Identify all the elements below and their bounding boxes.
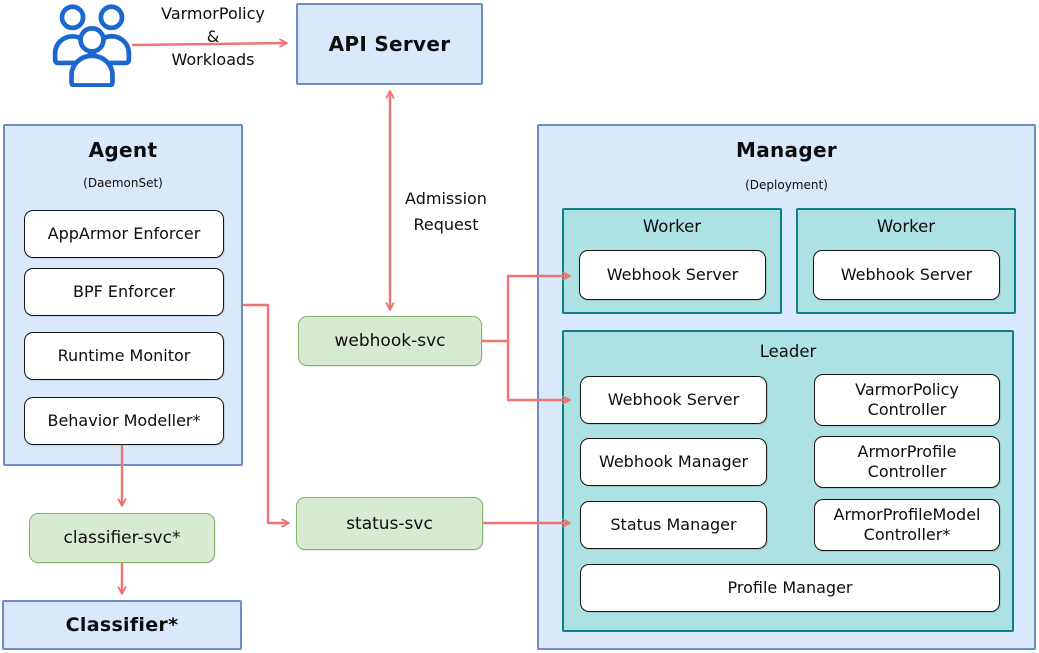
arrow-agent-to-status-svc — [242, 303, 290, 528]
component-bpf-enforcer: BPF Enforcer — [24, 268, 224, 316]
component-behavior-modeller: Behavior Modeller* — [24, 397, 224, 445]
users-label-line1: VarmorPolicy — [161, 4, 265, 23]
api-server-box: API Server — [296, 3, 483, 85]
component-runtime-monitor: Runtime Monitor — [24, 332, 224, 380]
leader-webhook-server: Webhook Server — [580, 376, 767, 424]
agent-subtitle: (DaemonSet) — [83, 176, 163, 190]
component-apparmor-enforcer: AppArmor Enforcer — [24, 210, 224, 258]
worker1-webhook-server: Webhook Server — [579, 250, 766, 300]
api-server-label: API Server — [328, 32, 451, 56]
leader-box: Leader Webhook Server Webhook Manager St… — [562, 330, 1014, 632]
leader-armorprofile-controller: ArmorProfile Controller — [814, 436, 1000, 488]
webhook-svc-box: webhook-svc — [298, 316, 482, 366]
leader-profile-manager: Profile Manager — [580, 564, 1000, 612]
worker2-box: Worker Webhook Server — [796, 208, 1016, 314]
admission-request-label: Admission Request — [396, 186, 496, 238]
worker2-webhook-server: Webhook Server — [813, 250, 1000, 300]
leader-status-manager: Status Manager — [580, 501, 767, 549]
classifier-label: Classifier* — [65, 614, 179, 636]
status-svc-box: status-svc — [296, 497, 483, 550]
manager-group-box: Manager (Deployment) Worker Webhook Serv… — [537, 124, 1036, 650]
classifier-box: Classifier* — [2, 600, 242, 650]
users-label-line3: Workloads — [171, 50, 255, 69]
worker1-title: Worker — [642, 217, 702, 236]
agent-title: Agent — [88, 138, 158, 162]
leader-armorprofilemodel-controller: ArmorProfileModel Controller* — [814, 499, 1000, 551]
worker1-box: Worker Webhook Server — [562, 208, 782, 314]
leader-title: Leader — [759, 342, 817, 361]
worker2-title: Worker — [876, 217, 936, 236]
manager-title: Manager — [736, 138, 837, 162]
admission-label-line1: Admission — [405, 189, 487, 208]
manager-subtitle: (Deployment) — [745, 178, 828, 192]
users-label-line2: & — [206, 27, 220, 46]
users-group-icon — [52, 4, 132, 87]
users-to-api-label: VarmorPolicy & Workloads — [146, 2, 280, 71]
classifier-svc-box: classifier-svc* — [29, 513, 215, 563]
admission-label-line2: Request — [413, 215, 479, 234]
agent-group-box: Agent (DaemonSet) AppArmor Enforcer BPF … — [3, 124, 243, 466]
leader-varmorpolicy-controller: VarmorPolicy Controller — [814, 374, 1000, 426]
leader-webhook-manager: Webhook Manager — [580, 438, 767, 486]
